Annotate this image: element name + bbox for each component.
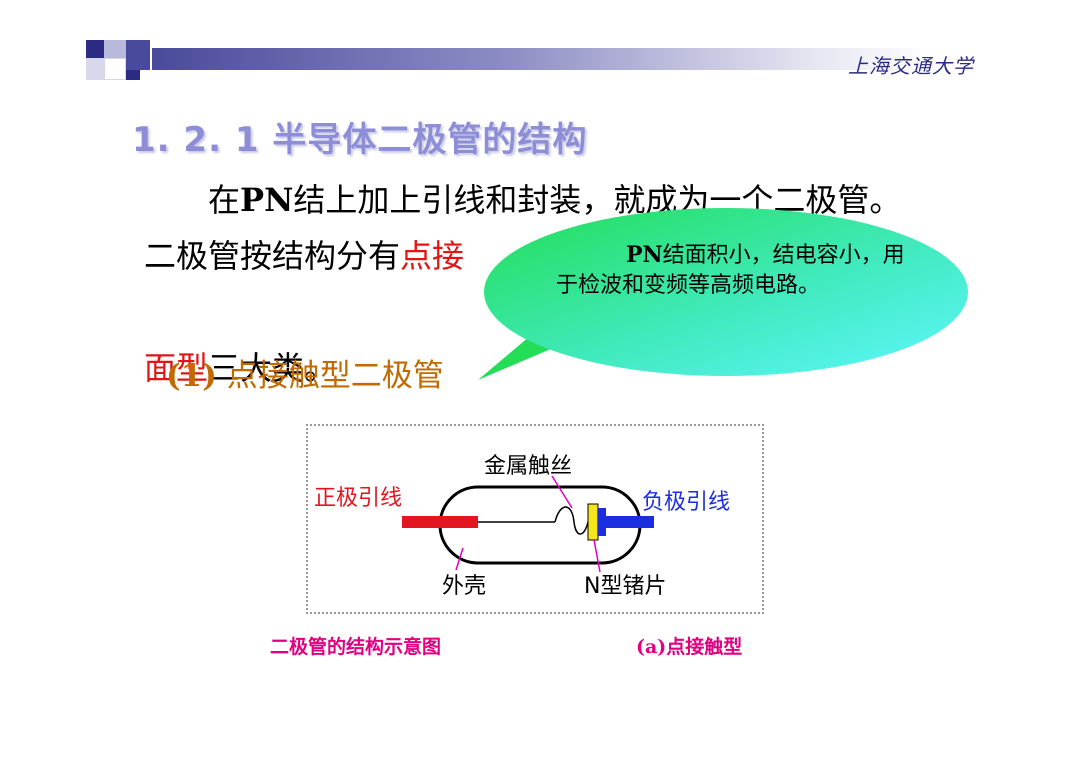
subheading: (1) 点接触型二极管 — [166, 350, 444, 395]
header-square-decoration — [126, 40, 150, 70]
n-type-wafer — [587, 503, 599, 541]
university-logo: 上海交通大学 — [848, 54, 974, 78]
callout-body: 结面积小，结电容小，用于检波和变频等高频电路。 — [556, 243, 905, 298]
positive-lead — [402, 516, 478, 528]
slide-title: 1. 2. 1 半导体二极管的结构 — [132, 120, 588, 160]
para-red-term: 点接 — [400, 237, 465, 275]
label-positive-lead: 正极引线 — [314, 486, 403, 511]
shell-pointer — [455, 547, 464, 571]
metal-wire — [554, 506, 589, 535]
ntype-pointer — [593, 539, 601, 573]
caption-diagram: 二极管的结构示意图 — [270, 636, 442, 658]
label-ntype-wafer: N型锗片 — [584, 574, 667, 599]
caption-type: (a)点接触型 — [636, 636, 743, 658]
negative-contact — [598, 508, 606, 536]
label-negative-lead: 负极引线 — [642, 490, 731, 515]
callout-pn: PN — [626, 242, 663, 268]
label-shell: 外壳 — [442, 574, 487, 599]
subheading-number: (1) — [166, 358, 217, 394]
wire-pointer — [551, 475, 573, 509]
header-square-decoration — [104, 58, 126, 80]
header-gradient-band — [152, 48, 932, 70]
header-square-decoration — [86, 40, 104, 58]
para-red-term: 面型 — [144, 349, 209, 387]
negative-lead — [606, 516, 654, 528]
para-pn: PN — [240, 181, 294, 219]
para-text: 三大类。 — [208, 349, 337, 387]
label-metal-wire: 金属触丝 — [484, 454, 573, 479]
callout-text: PN结面积小，结电容小，用于检波和变频等高频电路。 — [556, 240, 916, 301]
subheading-text: 点接触型二极管 — [216, 358, 444, 394]
header-square-decoration — [86, 58, 104, 80]
header-square-decoration — [126, 70, 140, 80]
body-paragraph: 在PN结上加上引线和封装，就成为一个二极管。二极管按结构分有点接面型三大类。 — [144, 172, 914, 396]
diagram-frame — [306, 424, 764, 614]
para-text: 在 — [208, 181, 241, 219]
header-square-decoration — [104, 40, 126, 58]
